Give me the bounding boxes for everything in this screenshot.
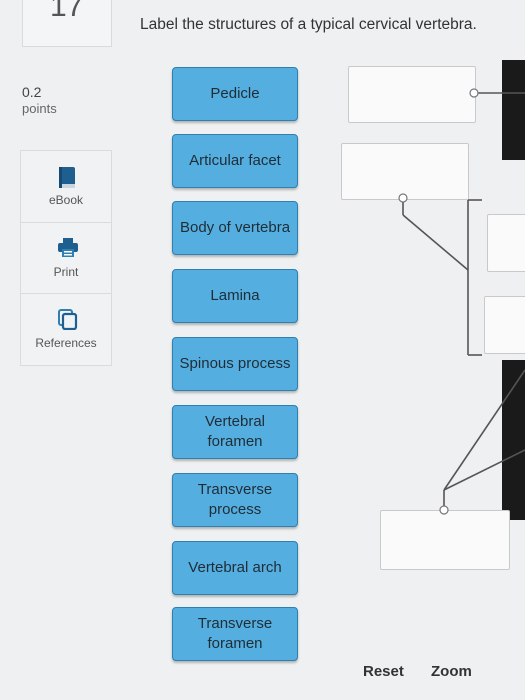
sidebar-tools: eBook Print References bbox=[20, 150, 112, 366]
sidebar-item-label: References bbox=[35, 336, 97, 350]
book-icon bbox=[57, 165, 77, 196]
label-chip-vertebral-arch[interactable]: Vertebral arch bbox=[172, 541, 298, 595]
vertebra-image-edge bbox=[502, 360, 525, 520]
zoom-button[interactable]: Zoom bbox=[431, 663, 472, 680]
sidebar-item-print[interactable]: Print bbox=[21, 222, 111, 293]
label-chip-vertebral-foramen[interactable]: Vertebral foramen bbox=[172, 405, 298, 459]
vertebra-image-edge bbox=[502, 60, 525, 160]
drop-target[interactable] bbox=[341, 143, 469, 200]
question-number: 17 bbox=[50, 0, 84, 23]
sidebar-item-ebook[interactable]: eBook bbox=[21, 151, 111, 221]
question-instruction: Label the structures of a typical cervic… bbox=[140, 16, 477, 33]
question-number-box bbox=[22, 0, 112, 47]
drop-target[interactable] bbox=[484, 296, 525, 354]
label-chip-body-of-vertebra[interactable]: Body of vertebra bbox=[172, 201, 298, 255]
drop-target[interactable] bbox=[487, 214, 525, 272]
copy-icon bbox=[57, 308, 79, 335]
sidebar-item-label: Print bbox=[53, 265, 79, 279]
sidebar-item-references[interactable]: References bbox=[21, 293, 111, 364]
label-chip-transverse-foramen[interactable]: Transverse foramen bbox=[172, 607, 298, 661]
reset-button[interactable]: Reset bbox=[363, 663, 404, 680]
points-label: points bbox=[22, 101, 57, 116]
sidebar-item-label: eBook bbox=[48, 193, 84, 207]
drop-target[interactable] bbox=[348, 66, 476, 123]
label-chip-articular-facet[interactable]: Articular facet bbox=[172, 134, 298, 188]
label-chip-transverse-process[interactable]: Transverse process bbox=[172, 473, 298, 527]
printer-icon bbox=[57, 237, 79, 264]
label-chip-spinous-process[interactable]: Spinous process bbox=[172, 337, 298, 391]
points-value: 0.2 bbox=[22, 84, 42, 100]
label-chip-lamina[interactable]: Lamina bbox=[172, 269, 298, 323]
label-chip-pedicle[interactable]: Pedicle bbox=[172, 67, 298, 121]
